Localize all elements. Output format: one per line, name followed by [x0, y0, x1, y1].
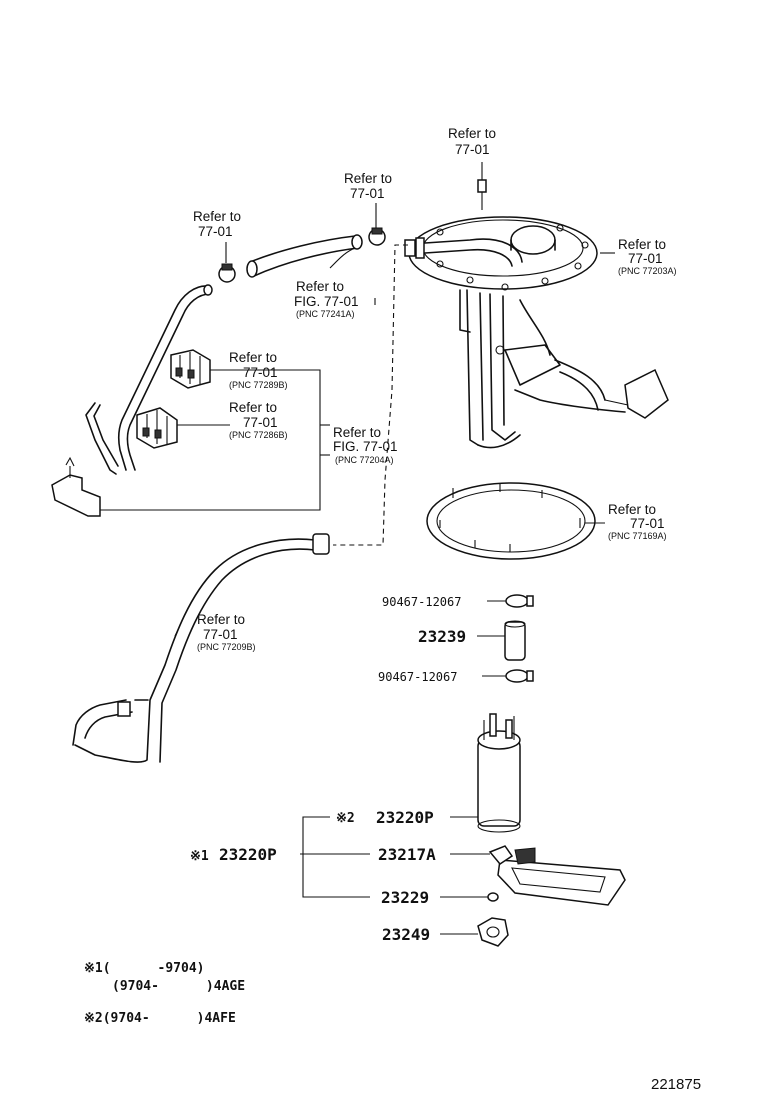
fuel-filter — [488, 845, 626, 906]
ref-label-77241a: Refer to FIG. 77-01 (PNC 77241A) — [294, 279, 359, 319]
svg-text:FIG. 77-01: FIG. 77-01 — [333, 439, 398, 454]
svg-text:77-01: 77-01 — [455, 142, 490, 157]
svg-text:77-01: 77-01 — [350, 186, 385, 201]
svg-text:(PNC 77241A): (PNC 77241A) — [296, 309, 355, 319]
pump-ring — [487, 892, 499, 902]
svg-text:77-01: 77-01 — [203, 627, 238, 642]
hose-stack — [504, 594, 534, 683]
part-filter: 23217A — [378, 845, 436, 864]
fuel-pump-bracket-assembly — [404, 216, 669, 449]
svg-text:(PNC 77204A): (PNC 77204A) — [335, 455, 394, 465]
svg-text:(PNC 77286B): (PNC 77286B) — [229, 430, 288, 440]
hose-clamp-top — [368, 203, 386, 246]
svg-text:Refer to: Refer to — [608, 502, 656, 517]
gasket — [426, 482, 596, 560]
fuel-tube — [72, 533, 330, 763]
dashed-link-pump — [333, 244, 408, 546]
svg-text:77-01: 77-01 — [198, 224, 233, 239]
part-assy: 23220P — [219, 845, 277, 864]
return-tube — [85, 284, 213, 475]
pump-mark: ※2 — [336, 811, 355, 826]
ref-label-77204a: Refer to FIG. 77-01 (PNC 77204A) — [333, 425, 398, 465]
svg-text:Refer to: Refer to — [618, 237, 666, 252]
svg-text:Refer to: Refer to — [296, 279, 344, 294]
svg-text:(PNC 77209B): (PNC 77209B) — [197, 642, 256, 652]
note-2: ※2(9704- )4AFE — [84, 1011, 236, 1026]
ref-label-77203a: Refer to 77-01 (PNC 77203A) — [618, 237, 677, 276]
svg-text:77-01: 77-01 — [243, 415, 278, 430]
part-cushion: 23249 — [382, 925, 430, 944]
leader-lines — [100, 247, 615, 935]
ref-label-77169a: Refer to 77-01 (PNC 77169A) — [608, 502, 667, 541]
figure-id: 221875 — [651, 1076, 701, 1093]
ref-label-77209b: Refer to 77-01 (PNC 77209B) — [197, 612, 256, 652]
svg-text:Refer to: Refer to — [344, 171, 392, 186]
clip-77289b — [170, 349, 211, 389]
svg-text:(PNC 77169A): (PNC 77169A) — [608, 531, 667, 541]
note-1b: (9704- )4AGE — [112, 979, 245, 994]
ref-label-bolt: Refer to 77-01 — [448, 126, 496, 157]
part-ring: 23229 — [381, 888, 429, 907]
svg-text:77-01: 77-01 — [243, 365, 278, 380]
svg-text:Refer to: Refer to — [229, 400, 277, 415]
part-pump: 23220P — [376, 808, 434, 827]
ref-label-clamp-left: Refer to 77-01 — [193, 209, 241, 239]
svg-text:Refer to: Refer to — [448, 126, 496, 141]
svg-text:Refer to: Refer to — [197, 612, 245, 627]
part-clamp-bottom: 90467-12067 — [378, 670, 457, 684]
clip-77286b — [136, 407, 178, 449]
svg-text:77-01: 77-01 — [630, 516, 665, 531]
ref-label-clamp-top: Refer to 77-01 — [344, 171, 392, 201]
svg-text:FIG. 77-01: FIG. 77-01 — [294, 294, 359, 309]
svg-text:Refer to: Refer to — [333, 425, 381, 440]
ref-label-77286b: Refer to 77-01 (PNC 77286B) — [229, 400, 288, 440]
part-hose: 23239 — [418, 627, 466, 646]
vent-hose — [246, 234, 363, 278]
svg-text:Refer to: Refer to — [193, 209, 241, 224]
part-clamp-top: 90467-12067 — [382, 595, 461, 609]
tube-bracket — [51, 456, 101, 517]
ref-label-77289b: Refer to 77-01 (PNC 77289B) — [229, 350, 288, 390]
pump-cushion — [477, 917, 509, 947]
svg-text:(PNC 77203A): (PNC 77203A) — [618, 266, 677, 276]
fuel-pump — [477, 713, 521, 833]
note-1a: ※1( -9704) — [84, 961, 204, 976]
top-bolt — [477, 162, 487, 210]
hose-clamp-left — [218, 242, 236, 283]
svg-text:77-01: 77-01 — [628, 251, 663, 266]
svg-text:Refer to: Refer to — [229, 350, 277, 365]
svg-text:(PNC 77289B): (PNC 77289B) — [229, 380, 288, 390]
assy-mark: ※1 — [190, 849, 209, 864]
